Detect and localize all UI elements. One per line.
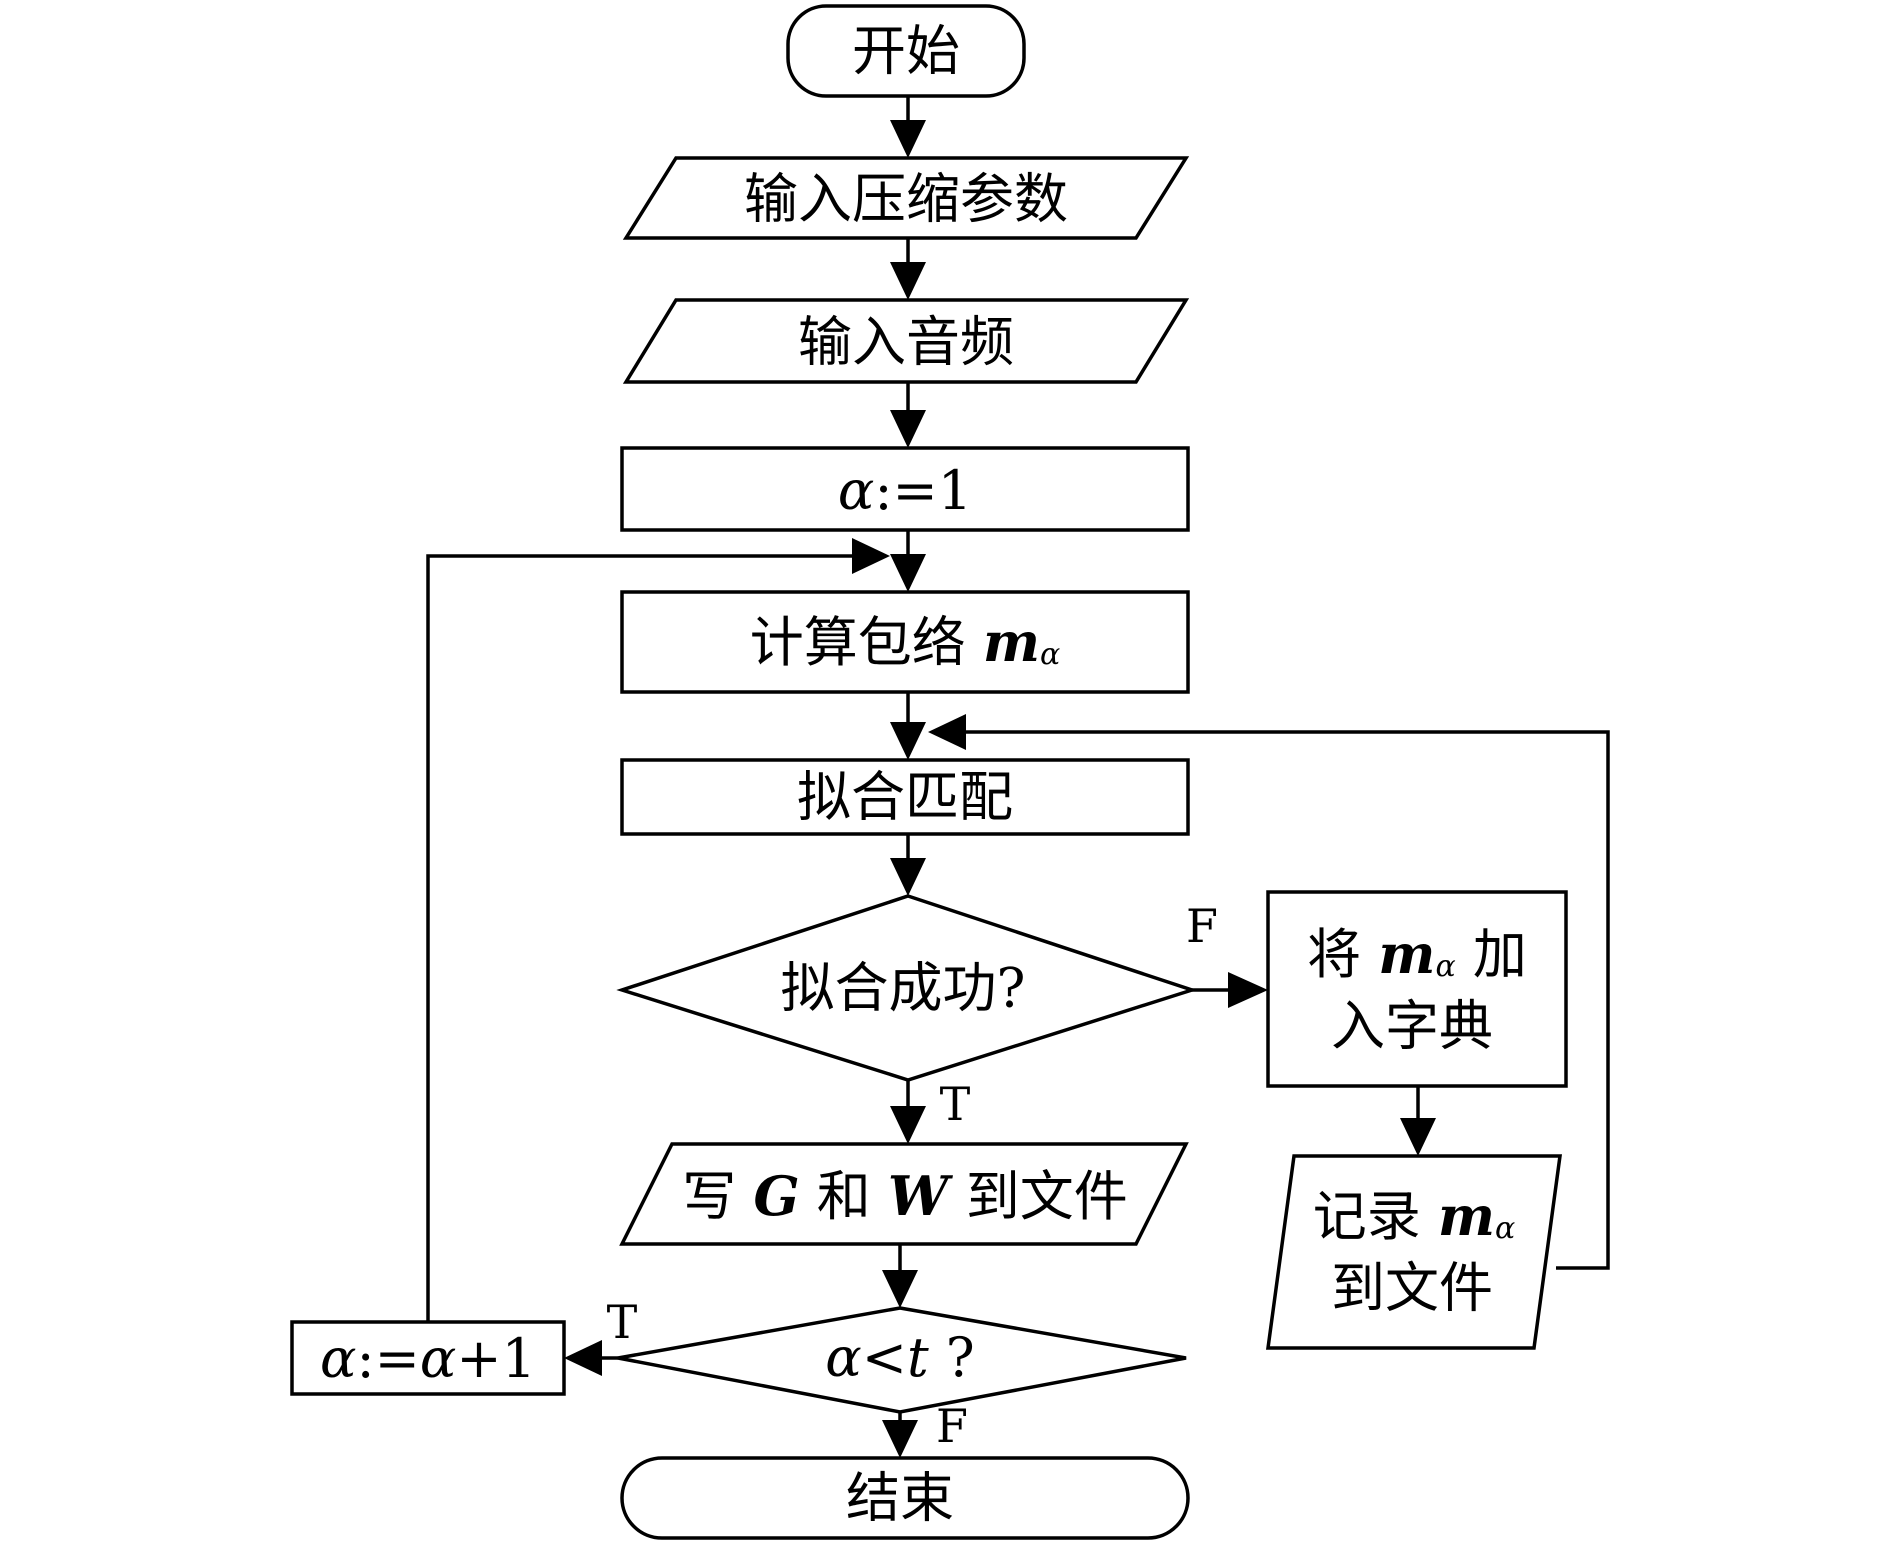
end-node: 结束 — [620, 1456, 1190, 1540]
arrowhead — [1400, 1118, 1436, 1156]
record-file-node: 记录 mα 到文件 — [1265, 1154, 1563, 1350]
arrowhead — [928, 714, 966, 750]
alpha-symbol: α — [838, 459, 874, 522]
fit-match-node: 拟合匹配 — [620, 758, 1190, 836]
write-file-node: 写 G 和 W 到文件 — [619, 1142, 1189, 1246]
add-dict-line2: 入字典 — [1331, 995, 1493, 1058]
var-m: m — [1378, 922, 1435, 986]
arrowhead — [852, 538, 890, 574]
label-fit-true: T — [940, 1077, 971, 1131]
fit-match-label: 拟合匹配 — [797, 766, 1013, 829]
add-dict-line1: 将 mα 加 — [1307, 922, 1527, 986]
arrowhead — [890, 410, 926, 448]
arrowhead — [564, 1340, 602, 1376]
start-node: 开始 — [786, 4, 1026, 98]
sub-alpha: α — [1040, 637, 1060, 672]
arrowhead — [890, 722, 926, 760]
arrowhead — [890, 262, 926, 300]
sub-alpha: α — [1495, 1211, 1515, 1246]
sub-alpha: α — [1435, 949, 1455, 984]
increment-node: α:=α+1 — [290, 1320, 566, 1396]
start-label: 开始 — [852, 20, 960, 83]
label-compare-false: F — [936, 1399, 968, 1453]
arrowhead — [890, 858, 926, 896]
connectors — [426, 96, 1610, 1458]
arrowhead — [1228, 972, 1268, 1008]
edge-increment-loop — [426, 554, 856, 1322]
arrowhead — [882, 1270, 918, 1308]
write-file-label: 写 G 和 W 到文件 — [682, 1164, 1127, 1228]
arrowhead — [890, 1106, 926, 1144]
compare-label: α<t ? — [825, 1326, 975, 1389]
label-compare-true: T — [607, 1295, 638, 1349]
compute-envelope-label: 计算包络 mα — [750, 610, 1061, 674]
var-m: m — [983, 610, 1040, 674]
input-audio-label: 输入音频 — [798, 311, 1014, 374]
init-alpha-label: α:=1 — [838, 459, 972, 522]
compute-envelope-text: 计算包络 — [750, 611, 983, 674]
input-audio-node: 输入音频 — [622, 298, 1190, 384]
record-file-line2: 到文件 — [1331, 1257, 1493, 1320]
compute-envelope-node: 计算包络 mα — [620, 590, 1190, 694]
var-m: m — [1438, 1184, 1495, 1248]
init-alpha-node: α:=1 — [620, 446, 1190, 532]
input-params-label: 输入压缩参数 — [744, 168, 1068, 231]
input-params-node: 输入压缩参数 — [622, 156, 1190, 240]
record-file-line1: 记录 mα — [1313, 1184, 1516, 1248]
arrowhead — [890, 120, 926, 158]
assign-one: :=1 — [874, 459, 972, 522]
arrowhead — [882, 1420, 918, 1458]
fit-success-label: 拟合成功? — [781, 957, 1026, 1020]
label-fit-false: F — [1186, 899, 1218, 953]
arrowhead — [890, 554, 926, 592]
edge-record-loop — [962, 730, 1610, 1270]
var-w: W — [888, 1164, 954, 1228]
add-dict-node: 将 mα 加 入字典 — [1266, 890, 1568, 1088]
end-label: 结束 — [846, 1467, 954, 1530]
compare-decision: α<t ? — [617, 1306, 1187, 1414]
var-g: G — [753, 1164, 799, 1228]
fit-success-decision: 拟合成功? — [616, 894, 1198, 1082]
increment-label: α:=α+1 — [320, 1327, 536, 1390]
